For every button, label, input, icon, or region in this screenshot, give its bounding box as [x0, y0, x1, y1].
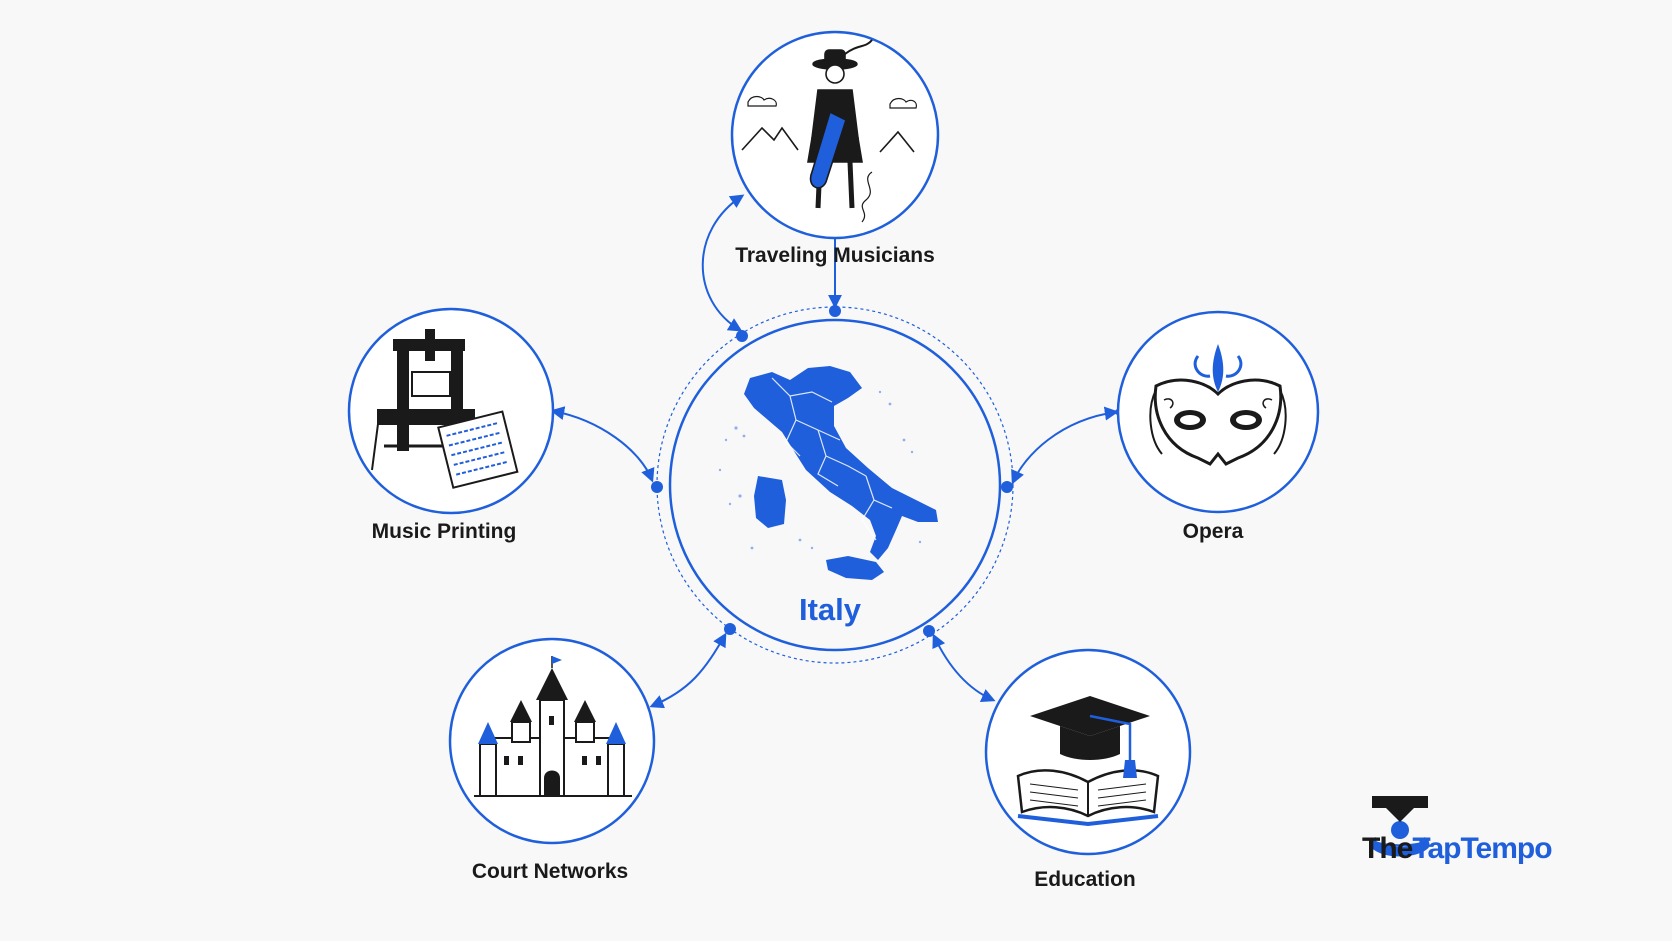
- node-label-education: Education: [1034, 868, 1136, 891]
- connector-printing: [550, 406, 655, 483]
- brand-wordmark: TheTapTempo: [1362, 832, 1553, 866]
- connector-court: [649, 632, 727, 709]
- italy-map-icon: [718, 366, 938, 580]
- printing-press-icon: [371, 329, 519, 489]
- connector-traveling-loop: [701, 194, 745, 332]
- node-label-traveling: Traveling Musicians: [735, 244, 935, 267]
- connectors: [550, 194, 1119, 709]
- brand-part2: TapTempo: [1412, 832, 1552, 865]
- connector-education: [932, 633, 996, 702]
- castle-icon: [474, 656, 632, 797]
- node-label-opera: Opera: [1182, 520, 1244, 543]
- node-label-court: Court Networks: [471, 860, 629, 883]
- graduation-cap-book-icon: [1016, 696, 1160, 827]
- center-label: Italy: [798, 592, 862, 627]
- traveling-musician-icon: [741, 39, 917, 223]
- venetian-mask-icon: [1149, 344, 1287, 466]
- node-label-printing: Music Printing: [371, 520, 517, 543]
- taptempo-logo-icon: [1370, 796, 1430, 857]
- brand-part1: The: [1362, 832, 1413, 865]
- connector-opera: [1011, 406, 1119, 485]
